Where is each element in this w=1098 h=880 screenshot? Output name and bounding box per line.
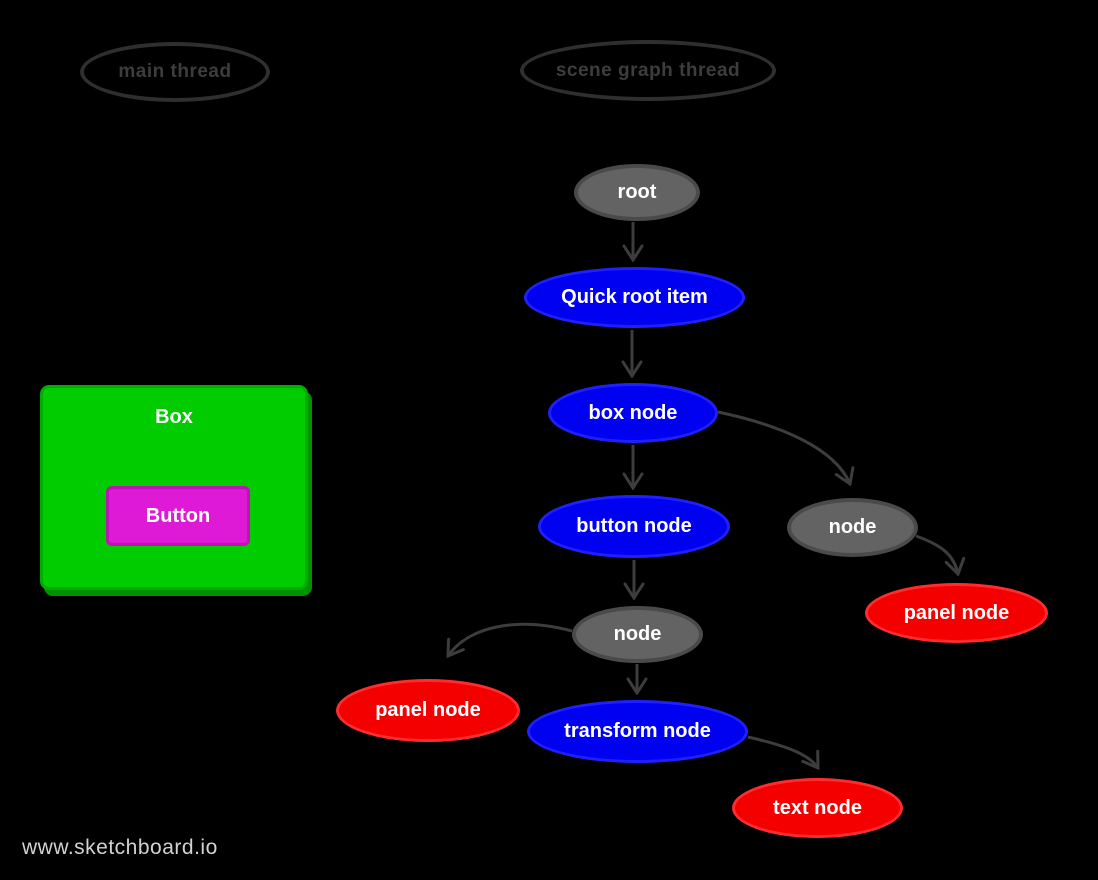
node-right[interactable]: node xyxy=(787,498,918,557)
node-quick-root-item-label: Quick root item xyxy=(561,286,708,308)
main-thread-ellipse[interactable]: main thread xyxy=(80,42,270,102)
node-root-label: root xyxy=(617,181,657,203)
scene-graph-thread-ellipse[interactable]: scene graph thread xyxy=(520,40,776,101)
sketchboard-watermark: www.sketchboard.io xyxy=(22,836,218,859)
node-quick-root-item[interactable]: Quick root item xyxy=(524,267,745,328)
node-panel-node-right-label: panel node xyxy=(903,601,1010,624)
main-thread-label: main thread xyxy=(118,61,232,82)
scene-graph-thread-label: scene graph thread xyxy=(555,59,741,81)
node-lower-label: node xyxy=(613,623,662,645)
node-text-node[interactable]: text node xyxy=(732,778,903,838)
node-button-node-label: button node xyxy=(576,515,692,537)
node-box-node-label: box node xyxy=(588,401,678,424)
node-box-node[interactable]: box node xyxy=(548,383,718,443)
node-panel-node-left-label: panel node xyxy=(375,699,481,721)
node-text-node-label: text node xyxy=(773,796,862,819)
node-transform-node-label: transform node xyxy=(564,720,711,742)
node-lower[interactable]: node xyxy=(572,606,703,663)
node-root[interactable]: root xyxy=(574,164,700,221)
edge-node-right-to-panel-node-right[interactable] xyxy=(915,534,958,574)
node-transform-node[interactable]: transform node xyxy=(527,700,748,763)
node-right-label: node xyxy=(828,516,877,538)
node-button-node[interactable]: button node xyxy=(538,495,730,558)
edge-transform-node-to-text-node[interactable] xyxy=(747,735,818,768)
box-rectangle[interactable]: Box Button xyxy=(40,385,308,590)
edge-box-node-to-node-right[interactable] xyxy=(717,410,850,484)
node-panel-node-left[interactable]: panel node xyxy=(336,679,520,742)
button-label: Button xyxy=(145,504,211,527)
box-label: Box xyxy=(155,406,193,428)
edge-node-lower-to-panel-node-left[interactable] xyxy=(448,622,573,656)
node-panel-node-right[interactable]: panel node xyxy=(865,583,1048,643)
button-rectangle[interactable]: Button xyxy=(106,486,250,546)
